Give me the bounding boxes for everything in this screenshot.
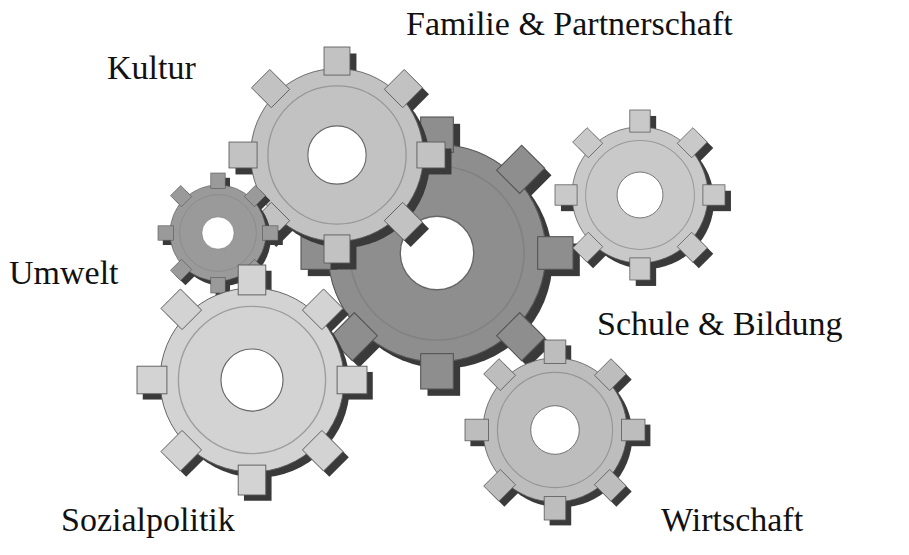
gear-bottom-right (465, 340, 650, 525)
topic-label: Wirtschaft (658, 500, 806, 539)
topic-label: Umwelt (6, 253, 122, 292)
topic-label: Familie & Partnerschaft (403, 4, 736, 43)
gear-bottom-left (137, 265, 373, 501)
gear-right (555, 110, 731, 286)
topic-label: Sozialpolitik (58, 500, 238, 539)
topic-label: Schule & Bildung (594, 304, 846, 343)
topic-label: Kultur (104, 48, 199, 87)
